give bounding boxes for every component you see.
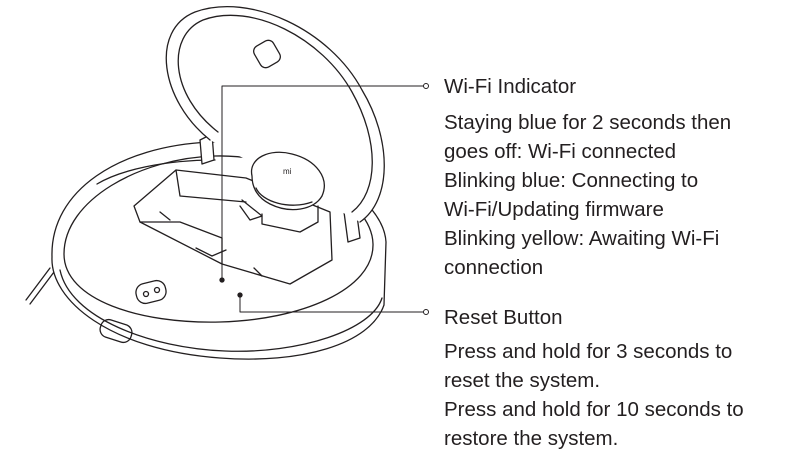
reset-button-description: Press and hold for 3 seconds to reset th… [444, 337, 744, 453]
wifi-indicator-title: Wi-Fi Indicator [444, 75, 577, 98]
lds-sensor [250, 151, 325, 211]
wifi-desc-line: goes off: Wi-Fi connected [444, 140, 677, 163]
side-brush [25, 267, 51, 301]
wifi-desc-line: Blinking yellow: Awaiting Wi-Fi [444, 227, 720, 250]
wifi-indicator-dot [219, 277, 225, 283]
wifi-desc-line: Staying blue for 2 seconds then [444, 111, 732, 134]
wifi-desc-line: Blinking blue: Connecting to [444, 169, 699, 192]
reset-desc-line: reset the system. [444, 369, 601, 392]
lid-handle [253, 39, 281, 69]
reset-callout-line [239, 296, 425, 313]
wifi-callout-line [221, 85, 425, 279]
wifi-indicator-description: Staying blue for 2 seconds then goes off… [444, 108, 731, 282]
reset-button-dot [237, 292, 243, 298]
reset-desc-line: Press and hold for 3 seconds to [444, 340, 733, 363]
reset-desc-line: restore the system. [444, 427, 619, 450]
mi-logo: mi [283, 167, 292, 176]
reset-button-title: Reset Button [444, 306, 563, 329]
wifi-desc-line: Wi-Fi/Updating firmware [444, 198, 664, 221]
reset-desc-line: Press and hold for 10 seconds to [444, 398, 744, 421]
robot-lid [165, 6, 385, 223]
compartment-panel [133, 169, 333, 285]
control-buttons [135, 279, 167, 305]
bumper-window [99, 318, 133, 344]
wifi-desc-line: connection [444, 256, 544, 279]
